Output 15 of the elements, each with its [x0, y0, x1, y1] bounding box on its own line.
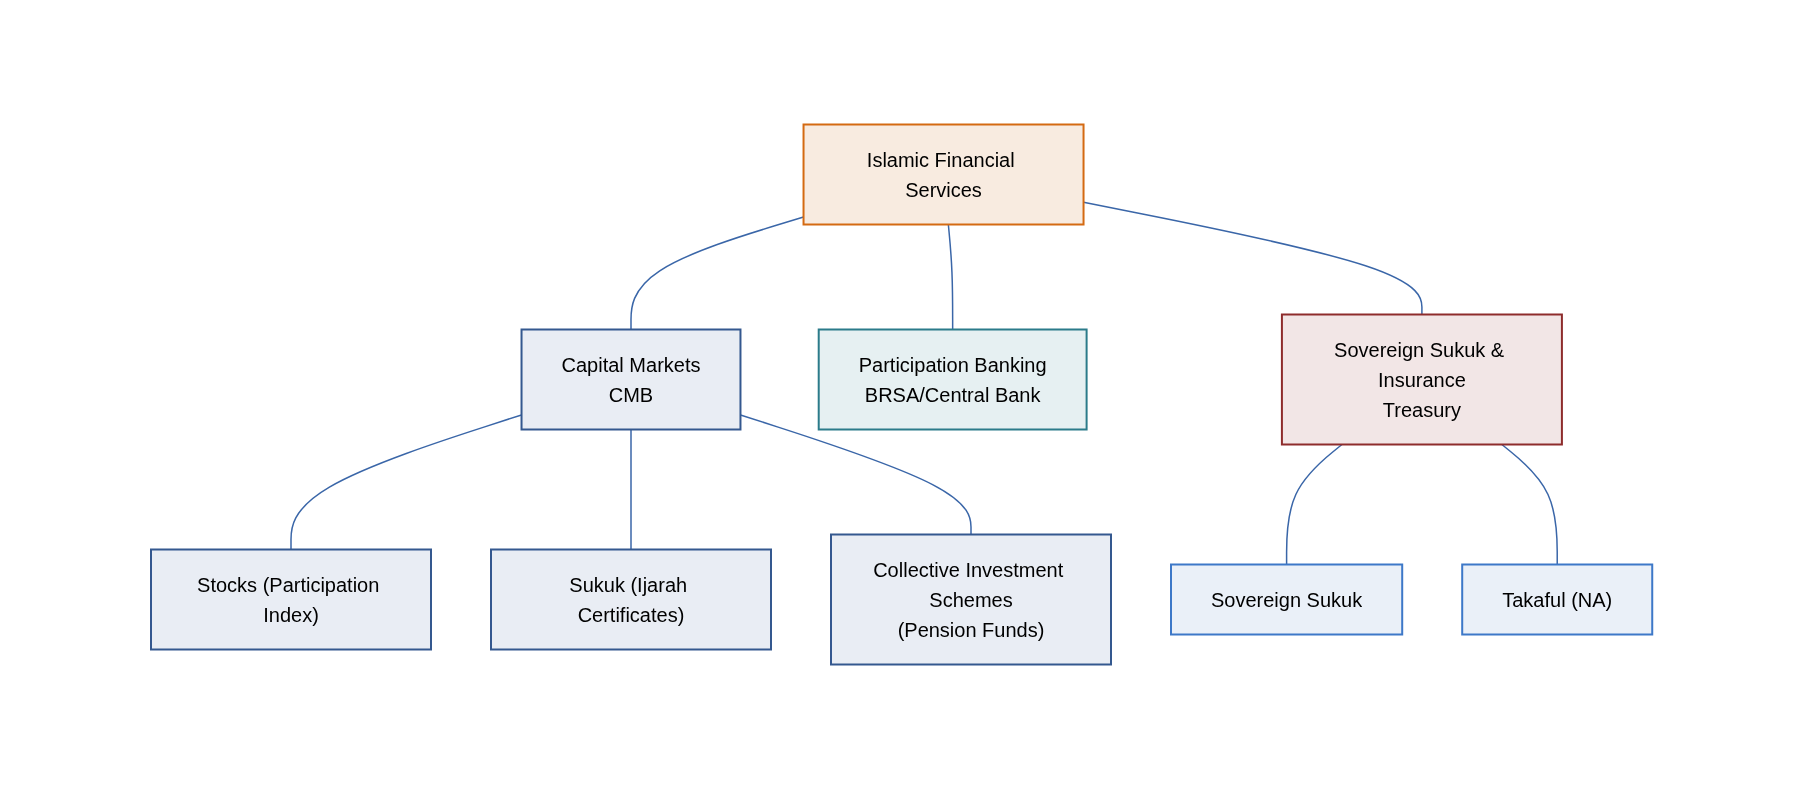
node-box: Sovereign Sukuk & Insurance Treasury	[1281, 313, 1564, 446]
node-box: Collective Investment Schemes (Pension Funds)	[830, 533, 1113, 666]
connector	[630, 428, 633, 551]
node-box: Sukuk (Ijarah Certificates)	[490, 548, 773, 651]
connector	[1286, 443, 1344, 566]
node-box: Stocks (Participation Index)	[150, 548, 433, 651]
node-box: Participation Banking BRSA/Central Bank	[818, 328, 1088, 431]
node-box: Takaful (NA)	[1461, 563, 1654, 636]
node-box: Capital Markets CMB	[520, 328, 742, 431]
node-box: Islamic Financial Services	[802, 123, 1085, 226]
connector	[1083, 201, 1424, 316]
connector	[740, 414, 973, 536]
connector	[947, 223, 954, 331]
node-box: Sovereign Sukuk	[1170, 563, 1404, 636]
connector	[1501, 443, 1559, 566]
